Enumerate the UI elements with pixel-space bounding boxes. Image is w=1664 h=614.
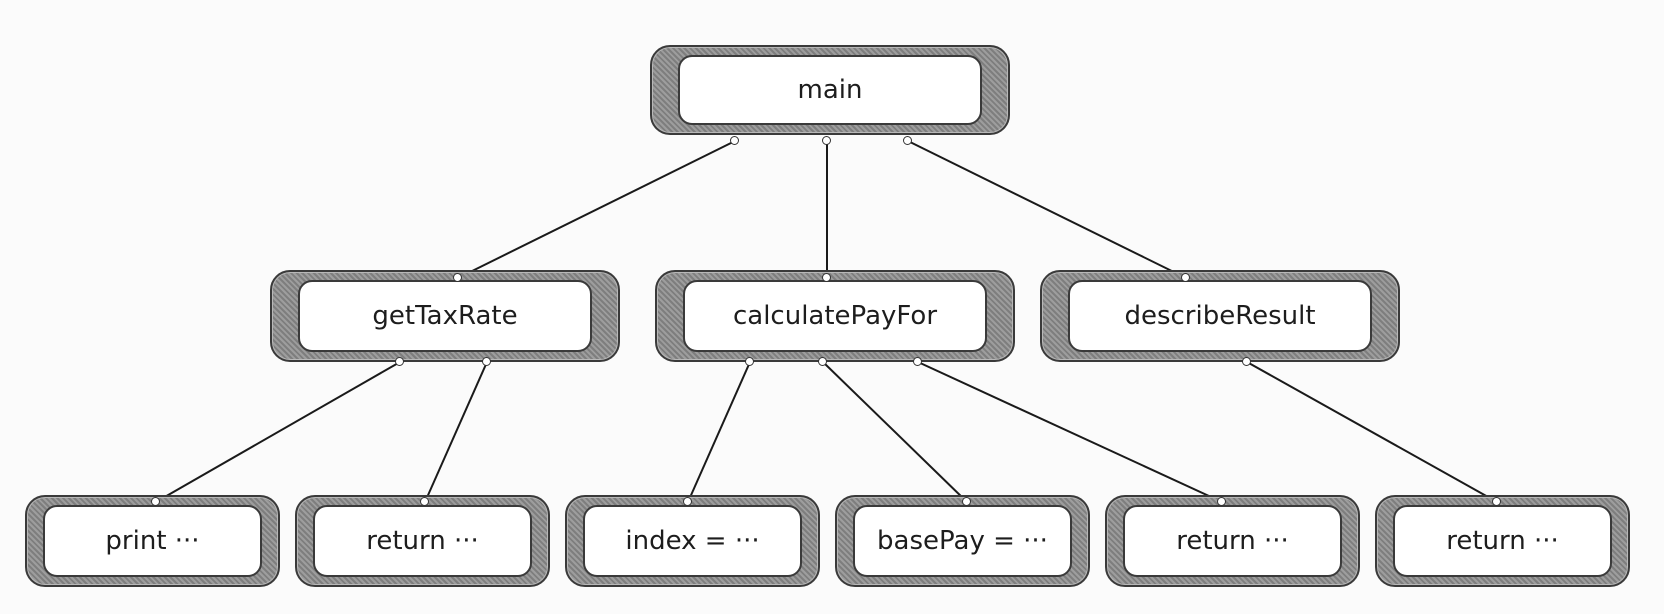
- node-return-describeresult: return ···: [1375, 495, 1630, 587]
- node-return-gettaxrate: return ···: [295, 495, 550, 587]
- port: [1242, 357, 1251, 366]
- port: [151, 497, 160, 506]
- node-label: return ···: [1393, 505, 1612, 577]
- node-label: return ···: [313, 505, 532, 577]
- port: [822, 136, 831, 145]
- port: [913, 357, 922, 366]
- node-label: calculatePayFor: [683, 280, 987, 352]
- node-label: getTaxRate: [298, 280, 592, 352]
- node-label: print ···: [43, 505, 262, 577]
- port: [903, 136, 912, 145]
- port: [730, 136, 739, 145]
- edge-gettaxrate-return: [424, 361, 488, 503]
- port: [822, 273, 831, 282]
- port: [683, 497, 692, 506]
- node-print: print ···: [25, 495, 280, 587]
- port: [1217, 497, 1226, 506]
- edge-main-gettaxrate: [457, 140, 736, 279]
- node-label: index = ···: [583, 505, 802, 577]
- node-label: return ···: [1123, 505, 1342, 577]
- edge-calculatepayfor-index: [687, 361, 751, 503]
- port: [482, 357, 491, 366]
- port: [453, 273, 462, 282]
- edge-calculatepayfor-basepay: [822, 361, 968, 503]
- edge-calculatepayfor-return: [917, 361, 1223, 503]
- node-index: index = ···: [565, 495, 820, 587]
- edge-gettaxrate-print: [155, 361, 401, 503]
- port: [818, 357, 827, 366]
- node-label: describeResult: [1068, 280, 1372, 352]
- edge-describeresult-return: [1246, 361, 1498, 503]
- node-return-calculatepayfor: return ···: [1105, 495, 1360, 587]
- node-describeresult: describeResult: [1040, 270, 1400, 362]
- node-label: main: [678, 55, 982, 125]
- node-calculatepayfor: calculatePayFor: [655, 270, 1015, 362]
- node-label: basePay = ···: [853, 505, 1072, 577]
- node-main: main: [650, 45, 1010, 135]
- edge-main-describeresult: [907, 140, 1187, 279]
- node-gettaxrate: getTaxRate: [270, 270, 620, 362]
- port: [395, 357, 404, 366]
- port: [745, 357, 754, 366]
- port: [962, 497, 971, 506]
- port: [1492, 497, 1501, 506]
- node-basepay: basePay = ···: [835, 495, 1090, 587]
- port: [1181, 273, 1190, 282]
- port: [420, 497, 429, 506]
